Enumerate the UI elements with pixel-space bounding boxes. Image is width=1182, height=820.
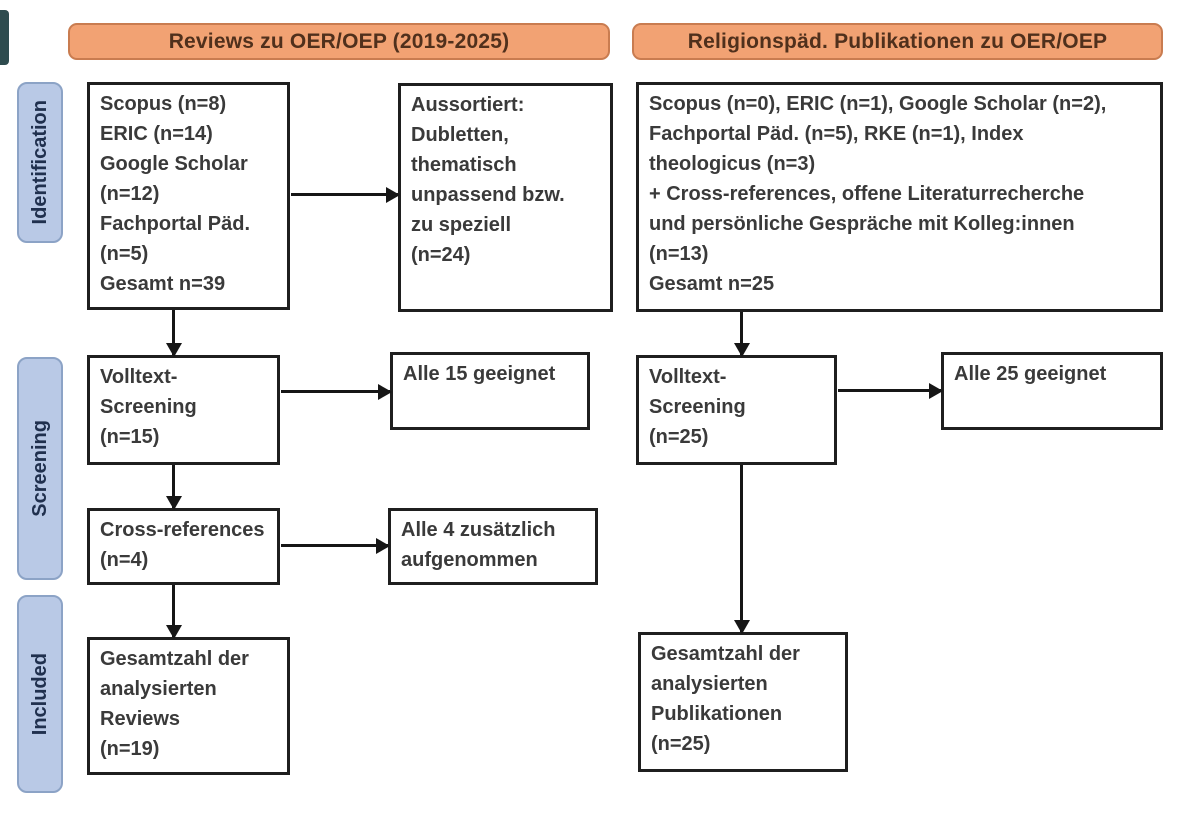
box-right-eligible: Alle 25 geeignet (941, 352, 1163, 430)
box-right-fulltext-screening: Volltext- Screening (n=25) (636, 355, 837, 465)
stage-label-included-text: Included (28, 652, 51, 736)
box-left-included-total: Gesamtzahl der analysierten Reviews (n=1… (87, 637, 290, 775)
box-right-included-total: Gesamtzahl der analysierten Publikatione… (638, 632, 848, 772)
arrow-right-fulltext-to-included (740, 465, 743, 632)
arrow-right-sources-to-fulltext (740, 312, 743, 355)
box-right-sources: Scopus (n=0), ERIC (n=1), Google Scholar… (636, 82, 1163, 312)
arrow-left-sources-to-fulltext (172, 310, 175, 355)
stage-label-included: Included (17, 595, 63, 793)
stage-label-identification-text: Identification (28, 100, 51, 225)
arrow-left-crossref-to-included (172, 585, 175, 637)
box-left-excluded: Aussortiert: Dubletten, thematisch unpas… (398, 83, 613, 312)
box-left-eligible: Alle 15 geeignet (390, 352, 590, 430)
column-header-religionspaed: Religionspäd. Publikationen zu OER/OEP (632, 23, 1163, 60)
stage-label-identification: Identification (17, 82, 63, 243)
box-left-fulltext-screening: Volltext- Screening (n=15) (87, 355, 280, 465)
edge-artifact (0, 10, 9, 65)
box-left-cross-references: Cross-references (n=4) (87, 508, 280, 585)
arrow-left-fulltext-to-eligible (281, 390, 390, 393)
stage-label-screening-text: Screening (28, 420, 51, 517)
column-header-reviews: Reviews zu OER/OEP (2019-2025) (68, 23, 610, 60)
box-left-sources: Scopus (n=8) ERIC (n=14) Google Scholar … (87, 82, 290, 310)
stage-label-screening: Screening (17, 357, 63, 580)
box-left-added: Alle 4 zusätzlich aufgenommen (388, 508, 598, 585)
arrow-left-sources-to-excluded (291, 193, 398, 196)
arrow-left-crossref-to-added (281, 544, 388, 547)
arrow-right-fulltext-to-eligible (838, 389, 941, 392)
arrow-left-fulltext-to-crossref (172, 465, 175, 508)
